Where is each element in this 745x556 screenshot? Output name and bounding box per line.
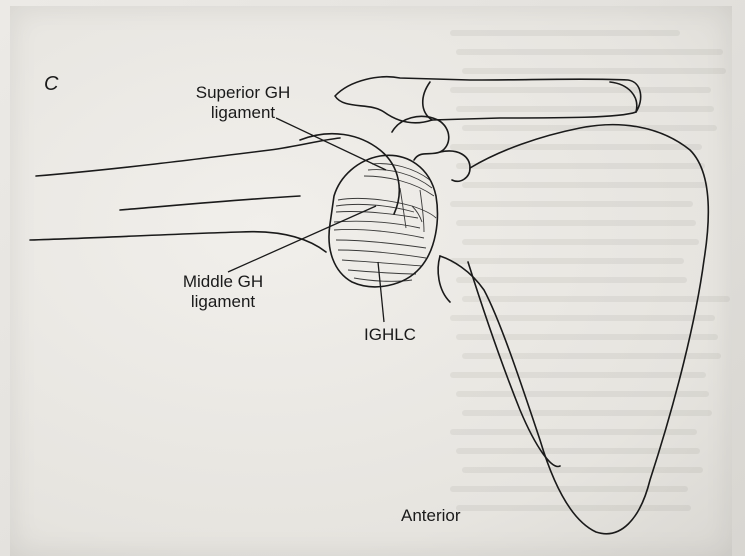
humerus-inner-line — [120, 196, 300, 210]
humerus-lower-outline — [30, 232, 326, 252]
ighlc-leader-line — [378, 262, 384, 322]
acromion-outline — [335, 77, 641, 123]
anterior-label: Anterior — [401, 506, 461, 526]
superior-gh-ligament-label: Superior GH ligament — [178, 83, 308, 123]
acromion-tip — [610, 82, 637, 112]
ighlc-label: IGHLC — [364, 325, 416, 345]
humeral-head-outline — [300, 134, 399, 214]
middle-gh-ligament-label: Middle GH ligament — [163, 272, 283, 312]
scapula-outline — [440, 125, 708, 534]
superior-leader-line — [276, 118, 386, 170]
glenoid-neck — [438, 256, 450, 302]
superior-label-line1: Superior GH — [178, 83, 308, 103]
coracoid-base — [440, 151, 470, 181]
panel-letter: C — [44, 74, 58, 94]
humerus-upper-outline — [36, 138, 340, 176]
middle-label-line2: ligament — [163, 292, 283, 312]
superior-label-line2: ligament — [178, 103, 308, 123]
clavicle-joint — [423, 82, 432, 120]
middle-label-line1: Middle GH — [163, 272, 283, 292]
middle-leader-line — [228, 206, 376, 272]
